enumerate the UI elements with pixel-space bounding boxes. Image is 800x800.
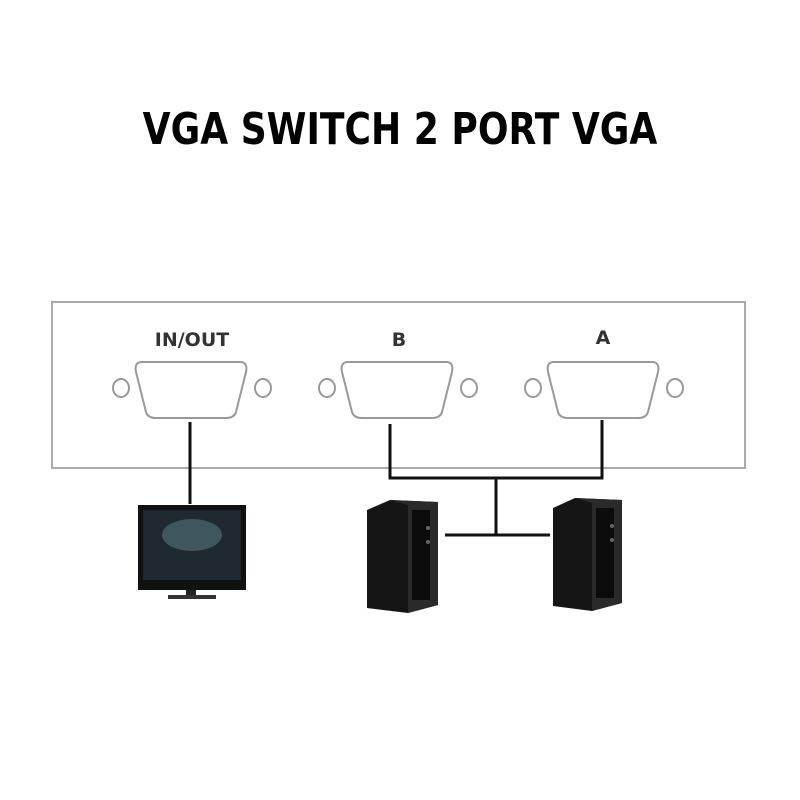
port-label: A bbox=[596, 327, 611, 349]
cables bbox=[188, 420, 604, 537]
port-a: A bbox=[524, 327, 684, 419]
monitor-icon bbox=[138, 505, 246, 599]
page-title: VGA SWITCH 2 PORT VGA bbox=[142, 104, 658, 155]
port-in-out: IN/OUT bbox=[112, 329, 272, 419]
port-b: B bbox=[318, 329, 478, 419]
computer-icon bbox=[367, 500, 438, 613]
port-label: IN/OUT bbox=[155, 329, 229, 351]
port-label: B bbox=[392, 329, 406, 351]
switch-panel bbox=[51, 301, 746, 469]
computer-icon bbox=[553, 498, 622, 611]
